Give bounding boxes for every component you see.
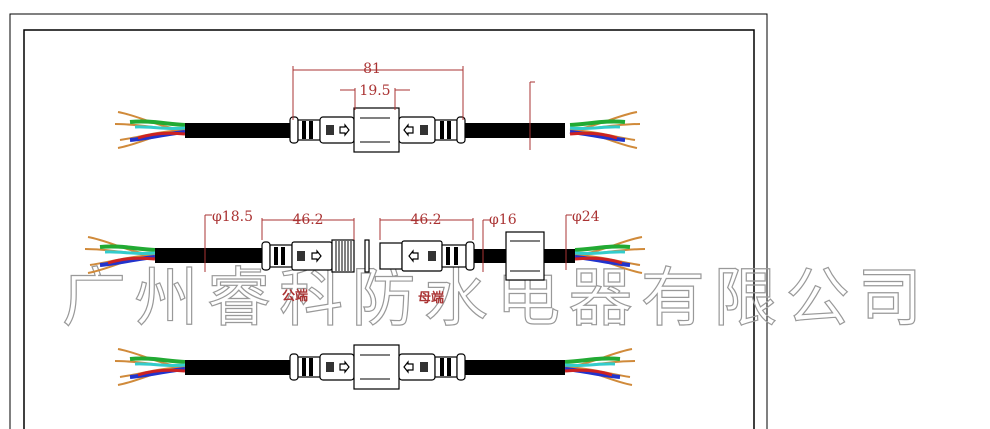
dim-female-cable-diameter: φ16 [489, 212, 517, 228]
dim-female-length: 46.2 [410, 212, 441, 228]
dim-nut-diameter: φ24 [572, 209, 600, 225]
dim-male-length: 46.2 [292, 212, 323, 228]
dim-male-cable-diameter: φ18.5 [212, 209, 253, 225]
male-end-label: 公端 [282, 288, 308, 304]
exploded-view: φ18.5 46.2 46.2 φ16 φ24 公端 母端 [83, 209, 647, 306]
watermark: 广州睿科防水电器有限公司 [62, 262, 922, 336]
dim-coupling-length: 19.5 [359, 83, 390, 99]
washer [364, 239, 370, 273]
outer-frame [9, 13, 768, 429]
female-end-label: 母端 [418, 290, 444, 306]
dim-overall-length: 81 [363, 61, 381, 77]
inner-frame [23, 29, 755, 429]
assembled-view-top: 81 19.5 [113, 61, 642, 153]
assembled-view-bottom [113, 344, 637, 390]
